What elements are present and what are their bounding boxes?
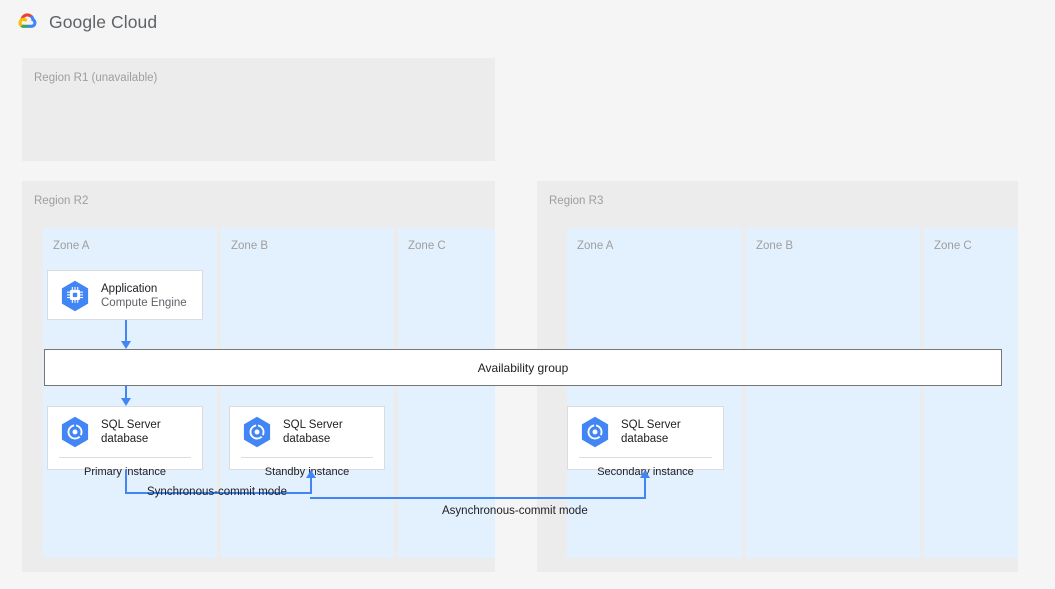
- sql-server-primary-title: SQL Server database: [101, 418, 161, 445]
- sql-server-database-icon: [61, 416, 89, 448]
- synchronous-commit-label: Synchronous-commit mode: [147, 486, 287, 498]
- app-header: Google Cloud: [0, 0, 1055, 44]
- arrow-async-to-secondary: [640, 470, 650, 478]
- sql-server-primary-card[interactable]: SQL Server database Primary instance: [47, 406, 203, 478]
- sql-server-primary-body: SQL Server database: [48, 407, 202, 457]
- application-subtitle: Compute Engine: [101, 297, 187, 309]
- asynchronous-commit-label: Asynchronous-commit mode: [442, 505, 588, 517]
- sql-server-database-icon: [581, 416, 609, 448]
- google-cloud-logo-icon: [18, 13, 37, 28]
- arrow-availability-group-to-primary: [121, 398, 131, 406]
- connector-sync-up-to-standby: [310, 478, 312, 494]
- sql-server-secondary-text: SQL Server database: [621, 418, 681, 446]
- availability-group-label: Availability group: [477, 360, 569, 375]
- region-panel-r1: Region R1 (unavailable): [22, 58, 495, 161]
- region-label-r2: Region R2: [34, 195, 89, 207]
- card-divider: [241, 457, 373, 458]
- sql-server-secondary-body: SQL Server database: [568, 407, 723, 457]
- connector-app-to-availability-group: [125, 320, 127, 342]
- application-card-body: Application Compute Engine: [48, 271, 202, 321]
- arrow-app-to-availability-group: [121, 341, 131, 349]
- sql-server-primary-instance: Primary instance: [84, 466, 166, 478]
- zone-label-r2-c: Zone C: [408, 240, 446, 252]
- zone-label-r3-a: Zone A: [577, 240, 614, 252]
- sql-server-primary-text: SQL Server database: [101, 418, 161, 446]
- connector-sync-horizontal: [125, 492, 312, 494]
- google-cloud-wordmark: Google Cloud: [49, 11, 158, 32]
- connector-async-horizontal: [310, 497, 646, 499]
- sql-server-standby-text: SQL Server database: [283, 418, 343, 446]
- zone-r2-b: Zone B: [221, 228, 394, 558]
- availability-group-bar[interactable]: Availability group: [44, 349, 1002, 386]
- zone-label-r3-c: Zone C: [934, 240, 972, 252]
- card-divider: [579, 457, 712, 458]
- sql-server-standby-title: SQL Server database: [283, 418, 343, 445]
- card-divider: [59, 457, 191, 458]
- arrow-sync-to-standby: [306, 470, 316, 478]
- sql-server-standby-body: SQL Server database: [230, 407, 384, 457]
- sql-server-secondary-card[interactable]: SQL Server database Secondary instance: [567, 406, 724, 478]
- zone-r3-c: Zone C: [924, 228, 1018, 558]
- zone-label-r3-b: Zone B: [756, 240, 794, 252]
- zone-r3-b: Zone B: [746, 228, 920, 558]
- zone-label-r2-a: Zone A: [53, 240, 90, 252]
- application-card[interactable]: Application Compute Engine: [47, 270, 203, 320]
- zone-label-r2-b: Zone B: [231, 240, 269, 252]
- connector-async-up-to-secondary: [644, 478, 646, 499]
- connector-availability-group-to-primary: [125, 386, 127, 399]
- application-card-text: Application Compute Engine: [101, 282, 187, 310]
- connector-primary-down-sync: [125, 470, 127, 494]
- zone-r3-a: Zone A: [567, 228, 742, 558]
- compute-engine-icon: [61, 280, 89, 312]
- sql-server-database-icon: [243, 416, 271, 448]
- sql-server-standby-card[interactable]: SQL Server database Standby instance: [229, 406, 385, 478]
- region-label-r1: Region R1 (unavailable): [34, 72, 158, 84]
- zone-r2-c: Zone C: [398, 228, 495, 558]
- region-label-r3: Region R3: [549, 195, 604, 207]
- application-title: Application: [101, 282, 158, 295]
- sql-server-secondary-title: SQL Server database: [621, 418, 681, 445]
